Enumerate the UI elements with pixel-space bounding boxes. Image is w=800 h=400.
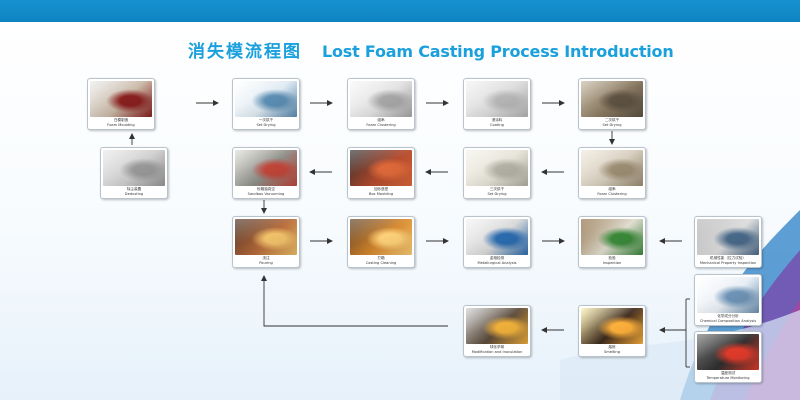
modification-inoculation-photo — [466, 308, 528, 344]
set-drying-1-label-en: Set Drying — [256, 123, 276, 127]
step-dedusting: 除尘装置 Dedusting — [100, 147, 168, 199]
chemical-composition-label-cn: 化学成分分析 — [717, 314, 739, 318]
step-set-drying-2: 二次烘干 Set Drying — [578, 78, 646, 130]
smelting-label-en: Smelting — [604, 350, 620, 354]
foam-clustering-2-label-cn: 组串 — [608, 187, 616, 191]
box-moulding-label-en: Box Moulding — [368, 192, 394, 196]
coating-photo — [466, 81, 528, 117]
pouring-label-en: Pouring — [259, 261, 273, 265]
step-sandbox-vacuuming: 砂箱抽真空 Sandbox Vacuuming — [232, 147, 300, 199]
inspection-label-cn: 检验 — [608, 256, 616, 260]
smelting-photo — [581, 308, 643, 344]
pouring-label-cn: 浇注 — [262, 256, 270, 260]
foam-molding-label-en: Foam Moulding — [107, 123, 135, 127]
chemical-composition-label-en: Chemical Composition Analysis — [699, 319, 757, 323]
mechanical-property-label-en: Mechanical Property Inspection — [699, 261, 757, 265]
inspection-label-en: Inspection — [602, 261, 622, 265]
set-drying-3-label-cn: 三次烘干 — [489, 187, 505, 191]
chemical-composition-photo — [697, 277, 759, 313]
set-drying-1-photo — [235, 81, 297, 117]
modification-inoculation-label-en: Modification and Inoculation — [471, 350, 523, 354]
foam-clustering-2-label-en: Foam Clustering — [597, 192, 627, 196]
box-moulding-label-cn: 加砂造型 — [373, 187, 389, 191]
page-title: 消失模流程图 Lost Foam Casting Process Introdu… — [188, 37, 674, 62]
temperature-monitoring-label-cn: 温度测试 — [720, 371, 736, 375]
set-drying-2-label-cn: 二次烘干 — [604, 118, 620, 122]
mechanical-property-photo — [697, 219, 759, 255]
top-color-band — [0, 0, 800, 22]
step-set-drying-1: 一次烘干 Set Drying — [232, 78, 300, 130]
foam-clustering-1-photo — [350, 81, 412, 117]
step-chemical-composition: 化学成分分析 Chemical Composition Analysis — [694, 274, 762, 326]
step-temperature-monitoring: 温度测试 Temperature Monitoring — [694, 331, 762, 383]
inspection-photo — [581, 219, 643, 255]
mechanical-property-label-cn: 机械性能（拉力试验） — [710, 256, 746, 260]
foam-molding-label-cn: 白模制造 — [113, 118, 129, 122]
temperature-monitoring-photo — [697, 334, 759, 370]
step-modification-inoculation: 球化孕育 Modification and Inoculation — [463, 305, 531, 357]
title-english: Lost Foam Casting Process Introduction — [322, 42, 674, 61]
set-drying-3-photo — [466, 150, 528, 186]
modification-inoculation-label-cn: 球化孕育 — [489, 345, 505, 349]
sandbox-vacuuming-label-en: Sandbox Vacuuming — [247, 192, 285, 196]
smelting-label-cn: 熔炼 — [608, 345, 616, 349]
arrow-17 — [261, 275, 448, 327]
dedusting-photo — [103, 150, 165, 186]
step-casting-cleaning: 打箱 Casting Cleaning — [347, 216, 415, 268]
step-box-moulding: 加砂造型 Box Moulding — [347, 147, 415, 199]
title-chinese: 消失模流程图 — [188, 42, 302, 62]
casting-cleaning-label-en: Casting Cleaning — [365, 261, 397, 265]
step-metallurgical-analysis: 金相检测 Metallurgical Analysis — [463, 216, 531, 268]
foam-clustering-1-label-cn: 组串 — [377, 118, 385, 122]
step-set-drying-3: 三次烘干 Set Drying — [463, 147, 531, 199]
temperature-monitoring-label-en: Temperature Monitoring — [706, 376, 750, 380]
metallurgical-analysis-label-en: Metallurgical Analysis — [477, 261, 517, 265]
sandbox-vacuuming-photo — [235, 150, 297, 186]
step-smelting: 熔炼 Smelting — [578, 305, 646, 357]
foam-clustering-1-label-en: Foam Clustering — [366, 123, 396, 127]
foam-molding-photo — [90, 81, 152, 117]
set-drying-1-label-cn: 一次烘干 — [258, 118, 274, 122]
metallurgical-analysis-label-cn: 金相检测 — [489, 256, 505, 260]
metallurgical-analysis-photo — [466, 219, 528, 255]
pouring-photo — [235, 219, 297, 255]
step-foam-clustering-1: 组串 Foam Clustering — [347, 78, 415, 130]
set-drying-2-photo — [581, 81, 643, 117]
coating-label-cn: 浸涂料 — [491, 118, 503, 122]
step-foam-clustering-2: 组串 Foam Clustering — [578, 147, 646, 199]
casting-cleaning-photo — [350, 219, 412, 255]
set-drying-2-label-en: Set Drying — [602, 123, 622, 127]
dedusting-label-cn: 除尘装置 — [126, 187, 142, 191]
box-moulding-photo — [350, 150, 412, 186]
step-mechanical-property: 机械性能（拉力试验） Mechanical Property Inspectio… — [694, 216, 762, 268]
step-foam-molding: 白模制造 Foam Moulding — [87, 78, 155, 130]
casting-cleaning-label-cn: 打箱 — [377, 256, 385, 260]
set-drying-3-label-en: Set Drying — [487, 192, 507, 196]
step-pouring: 浇注 Pouring — [232, 216, 300, 268]
coating-label-en: Coating — [490, 123, 504, 127]
step-coating: 浸涂料 Coating — [463, 78, 531, 130]
dedusting-label-en: Dedusting — [124, 192, 144, 196]
sandbox-vacuuming-label-cn: 砂箱抽真空 — [257, 187, 275, 191]
foam-clustering-2-photo — [581, 150, 643, 186]
step-inspection: 检验 Inspection — [578, 216, 646, 268]
